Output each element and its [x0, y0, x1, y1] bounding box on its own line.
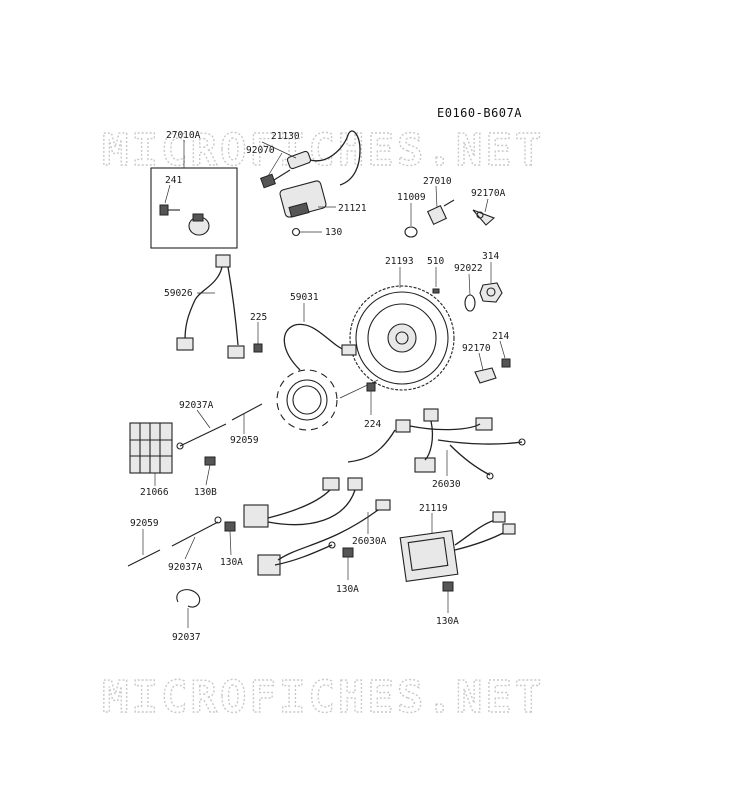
label-92059-lower: 92059	[130, 518, 159, 529]
label-130A-3: 130A	[436, 616, 459, 627]
label-225: 225	[250, 312, 267, 323]
label-92059: 92059	[230, 435, 259, 446]
diagram-code: E0160-B607A	[437, 106, 522, 120]
label-21130: 21130	[271, 131, 300, 142]
label-27010A: 27010A	[166, 130, 201, 141]
bolt-130A-3	[442, 581, 454, 613]
collar-92059	[231, 403, 263, 421]
label-59026: 59026	[164, 288, 193, 299]
sensor-27010	[404, 199, 455, 238]
watermark-bottom: MICROFICHES.NET	[102, 672, 544, 723]
label-130A-2: 130A	[336, 584, 359, 595]
bolt-214	[499, 340, 511, 368]
group-box-27010A	[150, 167, 238, 249]
harness-26030	[347, 408, 526, 480]
key-510	[432, 288, 440, 294]
label-26030: 26030	[432, 479, 461, 490]
long-bolt-92037A-lower	[171, 516, 222, 547]
long-bolt-92037A	[176, 423, 227, 450]
label-92037: 92037	[172, 632, 201, 643]
label-27010: 27010	[423, 176, 452, 187]
nut-314	[479, 282, 503, 303]
bolt-224	[366, 382, 376, 415]
label-21119: 21119	[419, 503, 448, 514]
stator-59031	[276, 323, 357, 431]
clamp-92170	[474, 367, 497, 384]
bolt-241	[159, 204, 180, 216]
label-26030A: 26030A	[352, 536, 387, 547]
label-241: 241	[165, 175, 182, 186]
clip-92037	[176, 589, 201, 608]
clamp-92170A	[472, 209, 496, 226]
label-92070: 92070	[246, 145, 275, 156]
label-92037A: 92037A	[179, 400, 214, 411]
label-21193: 21193	[385, 256, 414, 267]
bolt-130B	[204, 456, 216, 486]
label-11009: 11009	[397, 192, 426, 203]
screw-130	[291, 227, 322, 237]
label-92037A-lower: 92037A	[168, 562, 203, 573]
sensor-in-box	[188, 213, 210, 236]
flywheel-21193	[349, 285, 455, 391]
bolt-130A-1	[224, 521, 236, 556]
collar-92059-lower	[127, 549, 161, 567]
bolt-225	[253, 322, 263, 353]
label-130B: 130B	[194, 487, 217, 498]
bolt-130A-2	[342, 547, 354, 580]
label-214: 214	[492, 331, 509, 342]
washer-92022	[464, 294, 476, 312]
label-130: 130	[325, 227, 342, 238]
label-130A-1: 130A	[220, 557, 243, 568]
label-59031: 59031	[290, 292, 319, 303]
label-224: 224	[364, 419, 381, 430]
label-92022: 92022	[454, 263, 483, 274]
label-510: 510	[427, 256, 444, 267]
regulator-21066	[129, 422, 173, 474]
harness-59026	[176, 254, 245, 359]
plug-cap-21130	[260, 150, 312, 189]
harness-26030A	[243, 477, 391, 576]
label-314: 314	[482, 251, 499, 262]
ignitor-21119	[399, 511, 516, 583]
label-92170A: 92170A	[471, 188, 506, 199]
label-21066: 21066	[140, 487, 169, 498]
label-92170: 92170	[462, 343, 491, 354]
ignition-coil-21121	[279, 130, 361, 218]
label-21121: 21121	[338, 203, 367, 214]
